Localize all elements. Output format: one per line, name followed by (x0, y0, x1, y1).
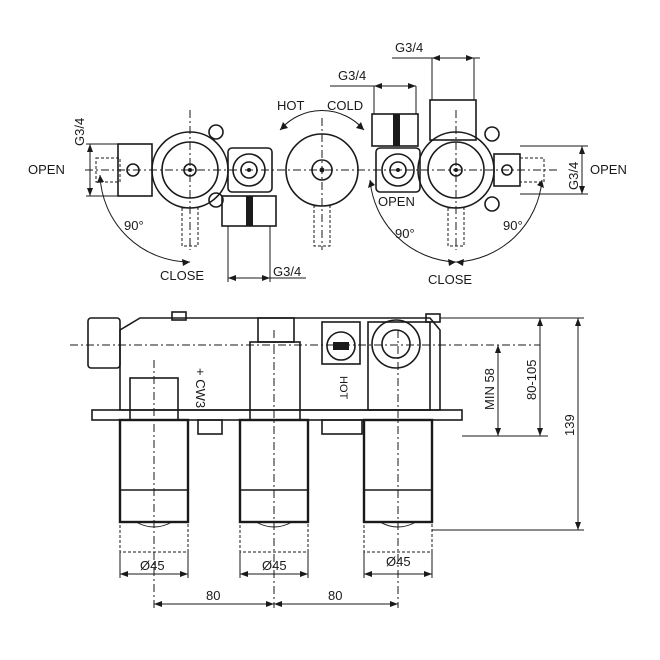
center-open-label: OPEN (378, 194, 415, 209)
front-view: MIN 58 80-105 139 Ø45 Ø45 Ø45 80 80 HOT … (70, 311, 584, 608)
left-mount-ear-bottom (208, 192, 224, 208)
spacing-left-label: 80 (206, 588, 220, 603)
cold-inlet-body (375, 147, 421, 193)
right-open-label: OPEN (590, 162, 627, 177)
right-top-outlet (429, 99, 477, 141)
hot-cold-rotation-arc (279, 110, 365, 131)
bottom-thread-label: G3/4 (273, 264, 301, 279)
left-body-inlet (87, 317, 121, 369)
right-close-arc-right (455, 179, 543, 263)
left-thread-label: G3/4 (72, 118, 87, 146)
top-thread-lower-label: G3/4 (338, 68, 366, 83)
range-label: 80-105 (524, 360, 539, 400)
left-open-label: OPEN (28, 162, 65, 177)
right-mount-ear-top (484, 126, 500, 142)
right-cartridge (362, 330, 434, 608)
top-view: OPEN OPEN G3/4 G3/4 G3/4 G3/4 G3/4 HOT C… (28, 40, 627, 287)
valve-body (119, 317, 441, 411)
body-round-port (371, 319, 421, 369)
diameter-right-label: Ø45 (386, 554, 411, 569)
center-angle-label: 90° (395, 226, 415, 241)
right-mount-ear-bottom (484, 196, 500, 212)
body-mark: + CW3 (193, 368, 208, 408)
right-close-arc-left (369, 179, 457, 263)
right-thread-label: G3/4 (566, 162, 581, 190)
diameter-left-label: Ø45 (140, 558, 165, 573)
left-mount-ear-top (208, 124, 224, 140)
hot-inlet-body (227, 147, 273, 193)
left-cartridge (118, 360, 190, 608)
mounting-plate (91, 409, 463, 421)
right-inlet-block (493, 153, 521, 187)
left-angle-label: 90° (124, 218, 144, 233)
top-thread-upper-label: G3/4 (395, 40, 423, 55)
min-label: MIN 58 (482, 368, 497, 410)
spacing-right-label: 80 (328, 588, 342, 603)
hot-stamp: HOT (337, 376, 349, 400)
diameter-center-label: Ø45 (262, 558, 287, 573)
hot-label: HOT (277, 98, 305, 113)
left-inlet-thread-hidden (95, 157, 121, 183)
center-cartridge (238, 330, 310, 608)
left-close-arc (99, 174, 191, 263)
left-close-label: CLOSE (160, 268, 204, 283)
cold-label: COLD (327, 98, 363, 113)
center-spindle-top (249, 341, 301, 421)
right-angle-label: 90° (503, 218, 523, 233)
right-close-label: CLOSE (428, 272, 472, 287)
overall-label: 139 (562, 414, 577, 436)
